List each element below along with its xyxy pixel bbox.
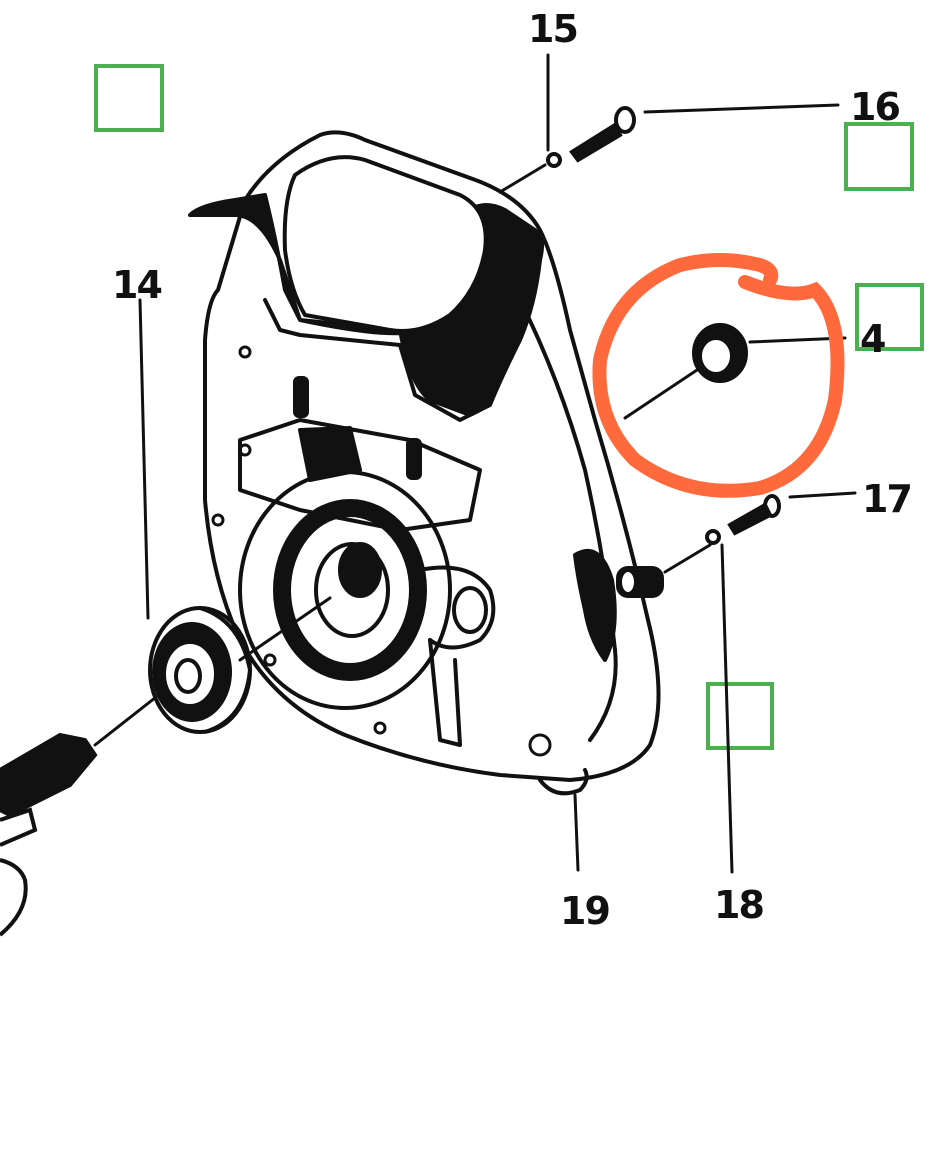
screws bbox=[546, 106, 781, 545]
block-boss-hole bbox=[452, 586, 488, 634]
marker-box-top-right[interactable] bbox=[844, 122, 914, 191]
callout-17: 17 bbox=[862, 477, 911, 521]
callout-4: 4 bbox=[860, 317, 885, 361]
block-pillar bbox=[428, 638, 462, 747]
crankshaft-end bbox=[0, 732, 98, 937]
cover-rib-2 bbox=[573, 548, 617, 662]
highlight-circle[interactable] bbox=[592, 253, 845, 498]
shroud-window bbox=[282, 155, 488, 333]
marker-box-bottom[interactable] bbox=[706, 682, 774, 750]
seal-ring[interactable] bbox=[692, 323, 748, 383]
block-boss bbox=[418, 565, 496, 650]
engine-cover bbox=[188, 130, 664, 796]
marker-boxes bbox=[94, 64, 924, 750]
shroud-panel bbox=[188, 193, 545, 417]
ball-bearing bbox=[148, 606, 253, 734]
stud-left bbox=[293, 376, 309, 418]
callout-18: 18 bbox=[714, 883, 763, 927]
screw-top bbox=[569, 122, 623, 163]
block-recess bbox=[298, 426, 362, 482]
callout-labels: 15 16 14 4 17 19 18 bbox=[112, 7, 913, 933]
cover-outline bbox=[203, 130, 661, 782]
bottom-lug bbox=[538, 768, 589, 796]
callout-19: 19 bbox=[560, 889, 609, 933]
callout-15: 15 bbox=[528, 7, 577, 51]
crank-chamber-ring bbox=[273, 499, 427, 681]
studs bbox=[293, 376, 422, 480]
cover-rib bbox=[518, 298, 618, 742]
callout-14: 14 bbox=[112, 263, 161, 307]
shroud-lip bbox=[263, 298, 482, 422]
washer-top bbox=[546, 152, 562, 168]
callout-16: 16 bbox=[850, 85, 899, 129]
bearing-seat bbox=[338, 542, 382, 598]
marker-box-top-left[interactable] bbox=[94, 64, 164, 132]
washer-right bbox=[705, 529, 721, 545]
bolt-holes bbox=[211, 345, 552, 757]
marker-box-right[interactable] bbox=[855, 283, 924, 351]
stud-right bbox=[406, 438, 422, 480]
